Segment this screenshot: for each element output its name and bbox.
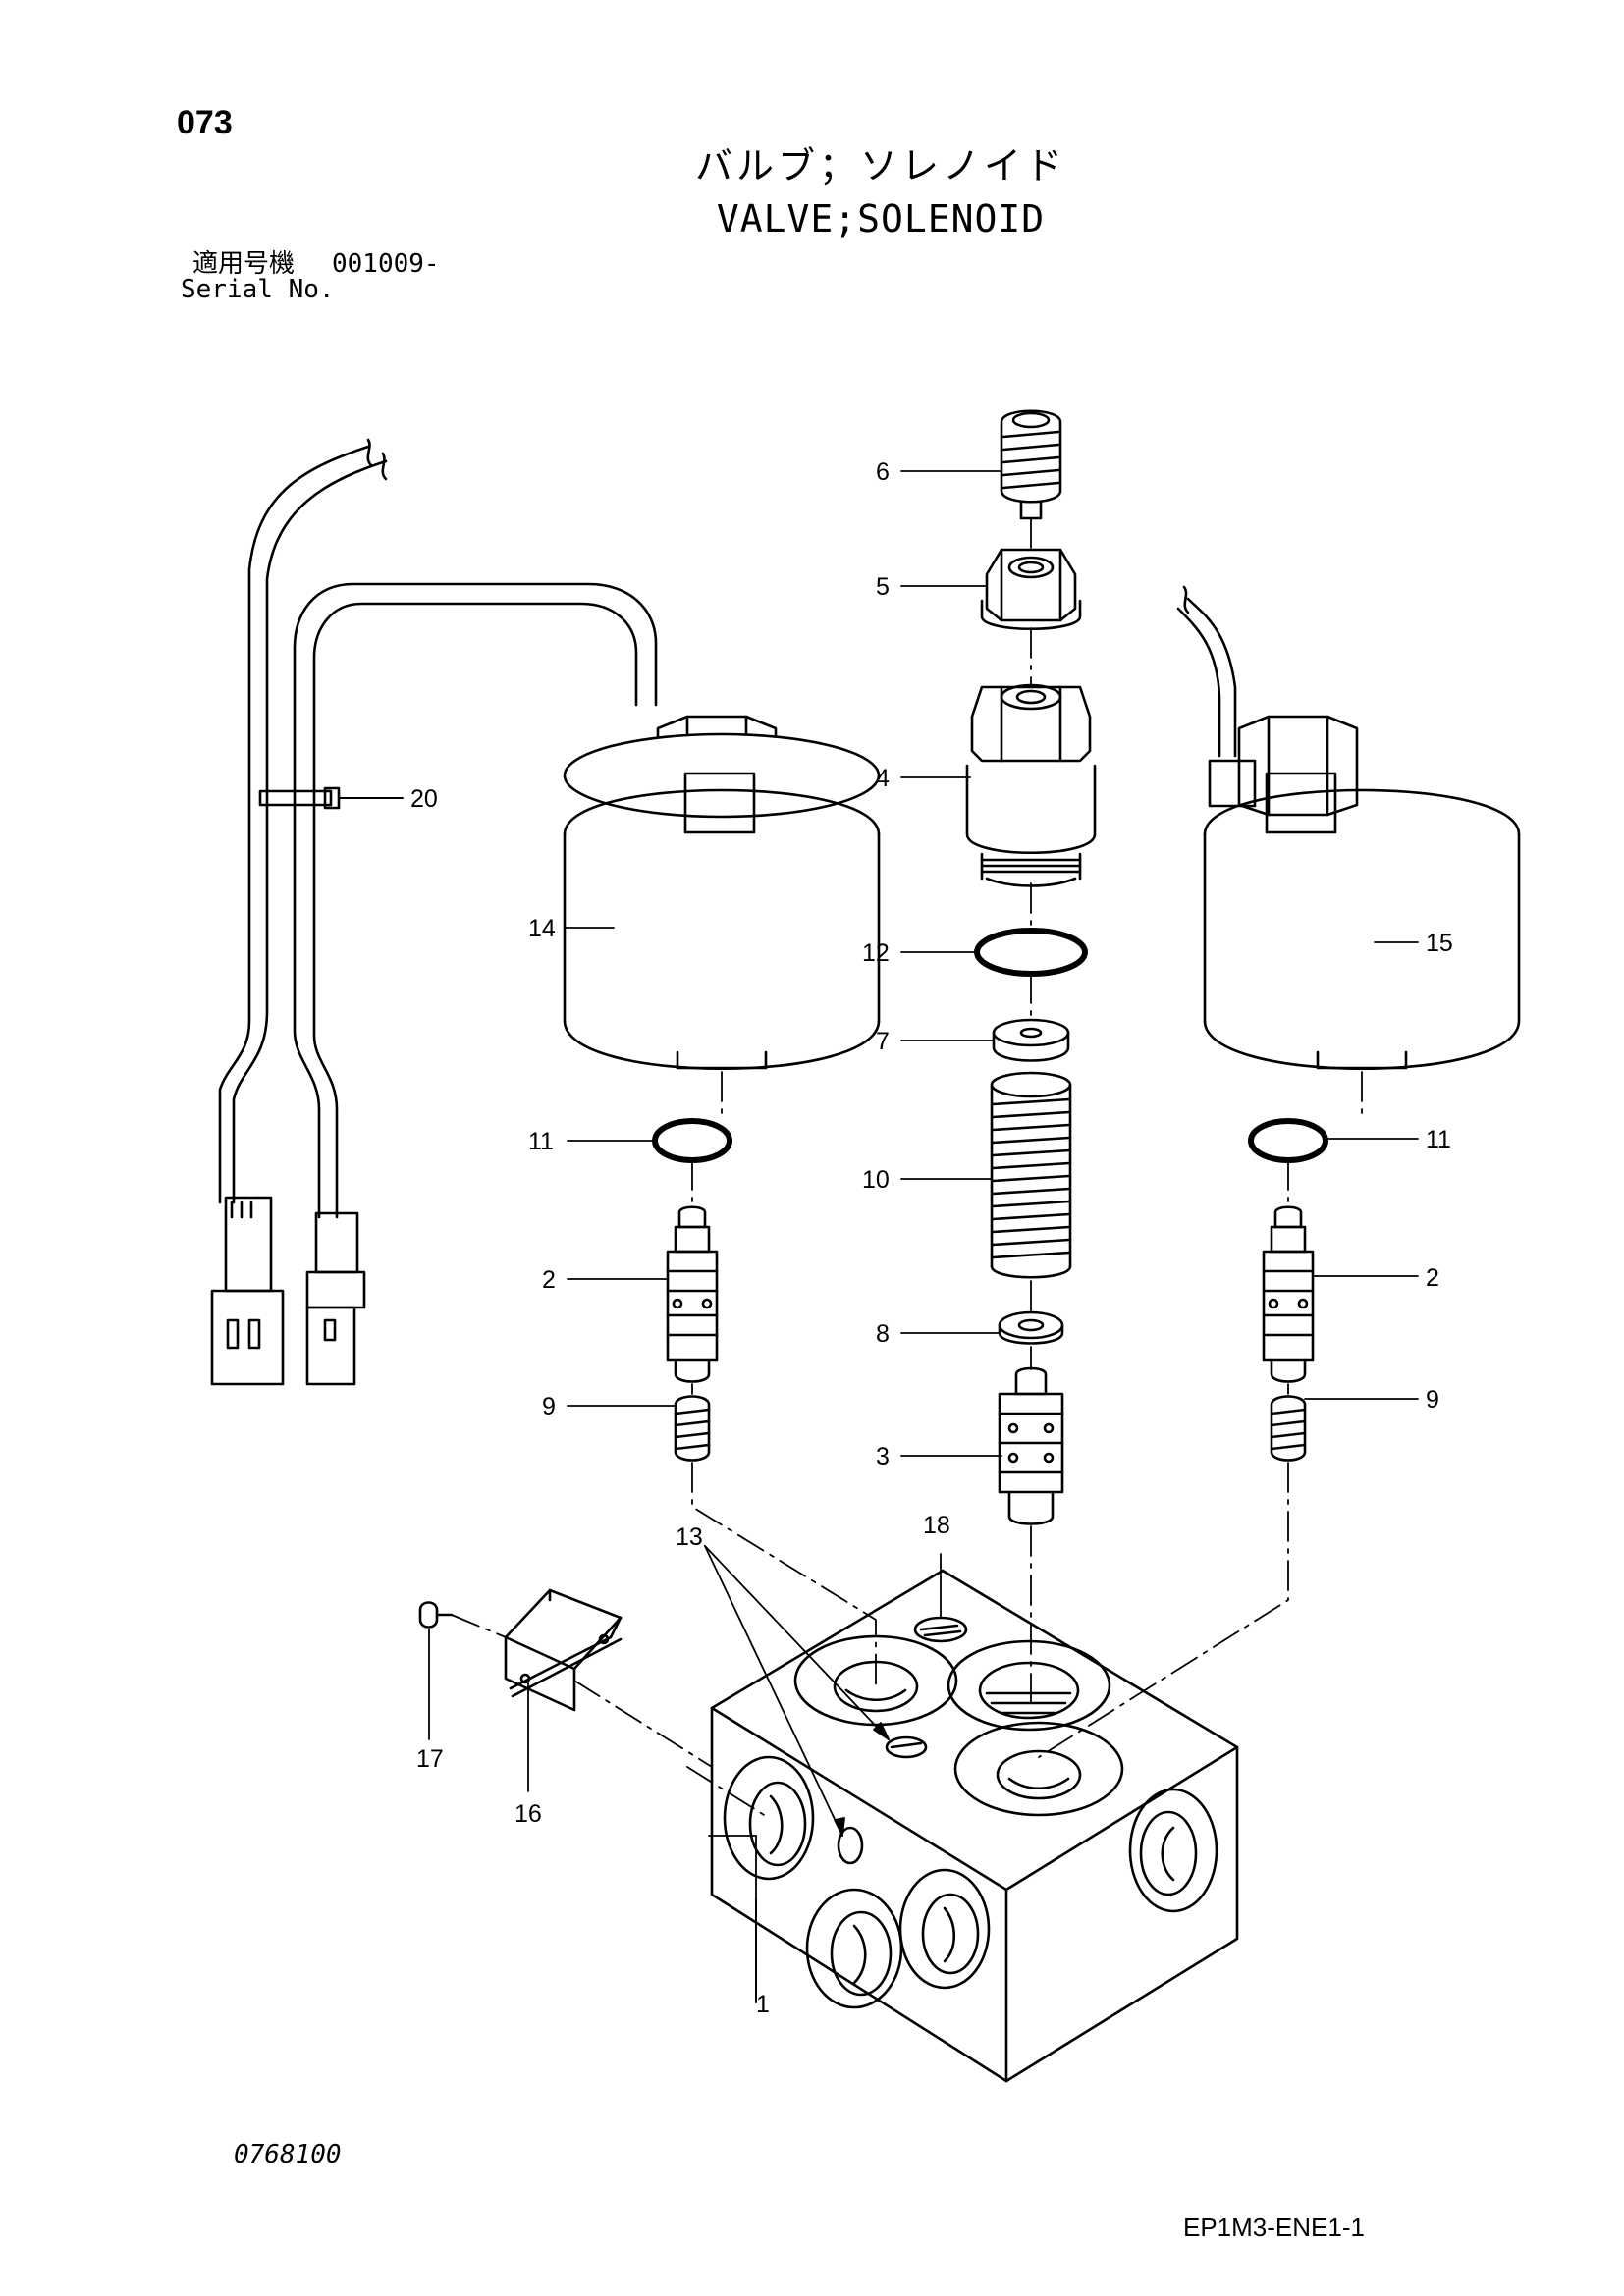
- valve-body-cartridge: [965, 683, 1097, 887]
- serial-number-value: 001009-: [332, 249, 440, 279]
- connector-right: [305, 1211, 366, 1386]
- callout-11-left: 11: [528, 1128, 554, 1155]
- lock-nut: [980, 548, 1082, 631]
- callout-9-left: 9: [542, 1393, 556, 1420]
- wire-harness: [218, 438, 1237, 1219]
- plunger: [998, 1366, 1064, 1525]
- spool-left: [666, 1205, 719, 1383]
- callout-10: 10: [862, 1166, 890, 1194]
- title-english: VALVE;SOLENOID: [716, 197, 1046, 240]
- callout-2-left: 2: [542, 1266, 556, 1294]
- screw: [418, 1601, 454, 1629]
- o-ring-right: [1248, 1118, 1328, 1163]
- spool-right: [1262, 1205, 1315, 1383]
- serial-label-japanese: 適用号機: [192, 249, 296, 279]
- o-ring-left: [652, 1118, 732, 1163]
- cable-tie: [258, 786, 404, 810]
- callout-6: 6: [876, 458, 890, 486]
- callout-17: 17: [416, 1745, 444, 1773]
- spring-small-left: [674, 1395, 711, 1462]
- valve-block: [710, 1569, 1239, 2083]
- solenoid-coil-right: [1203, 715, 1521, 1071]
- sheet-code: EP1M3-ENE1-1: [1183, 2213, 1365, 2242]
- callout-13: 13: [676, 1523, 703, 1551]
- callout-3: 3: [876, 1443, 890, 1470]
- callout-20: 20: [410, 785, 438, 813]
- leader-lines: [428, 470, 1419, 2003]
- callout-2-right: 2: [1426, 1264, 1439, 1292]
- drawing-number: 0768100: [234, 2140, 342, 2169]
- serial-label-english: Serial No.: [181, 275, 335, 304]
- set-screw: [1000, 409, 1062, 520]
- callout-labels: 1 2 2 3 4 5 6 7 8 9 9 10 11 11 12 13 14 …: [410, 458, 1453, 2018]
- callout-18: 18: [923, 1512, 950, 1539]
- callout-13-arrows: [704, 1545, 890, 1837]
- name-plate: [504, 1588, 623, 1712]
- o-ring-large: [974, 928, 1088, 977]
- callout-5: 5: [876, 573, 890, 601]
- solenoid-coil-left: [563, 715, 881, 1071]
- callout-8: 8: [876, 1320, 890, 1348]
- callout-11-right: 11: [1426, 1126, 1451, 1153]
- main-spring: [990, 1071, 1072, 1279]
- callout-4: 4: [876, 765, 890, 792]
- callout-14: 14: [528, 915, 556, 942]
- title-japanese: バルブ；ソレノイド: [694, 144, 1066, 187]
- washer: [998, 1310, 1064, 1345]
- page-number: 073: [177, 104, 233, 141]
- callout-12: 12: [862, 939, 890, 967]
- spring-small-right: [1270, 1395, 1307, 1462]
- connector-left: [210, 1196, 285, 1386]
- callout-16: 16: [514, 1800, 542, 1828]
- callout-9-right: 9: [1426, 1386, 1439, 1414]
- callout-7: 7: [876, 1028, 890, 1055]
- spring-seat: [992, 1018, 1070, 1062]
- callout-15: 15: [1426, 930, 1453, 957]
- callout-1: 1: [756, 1991, 770, 2018]
- assembly-center-lines: [451, 517, 1363, 1819]
